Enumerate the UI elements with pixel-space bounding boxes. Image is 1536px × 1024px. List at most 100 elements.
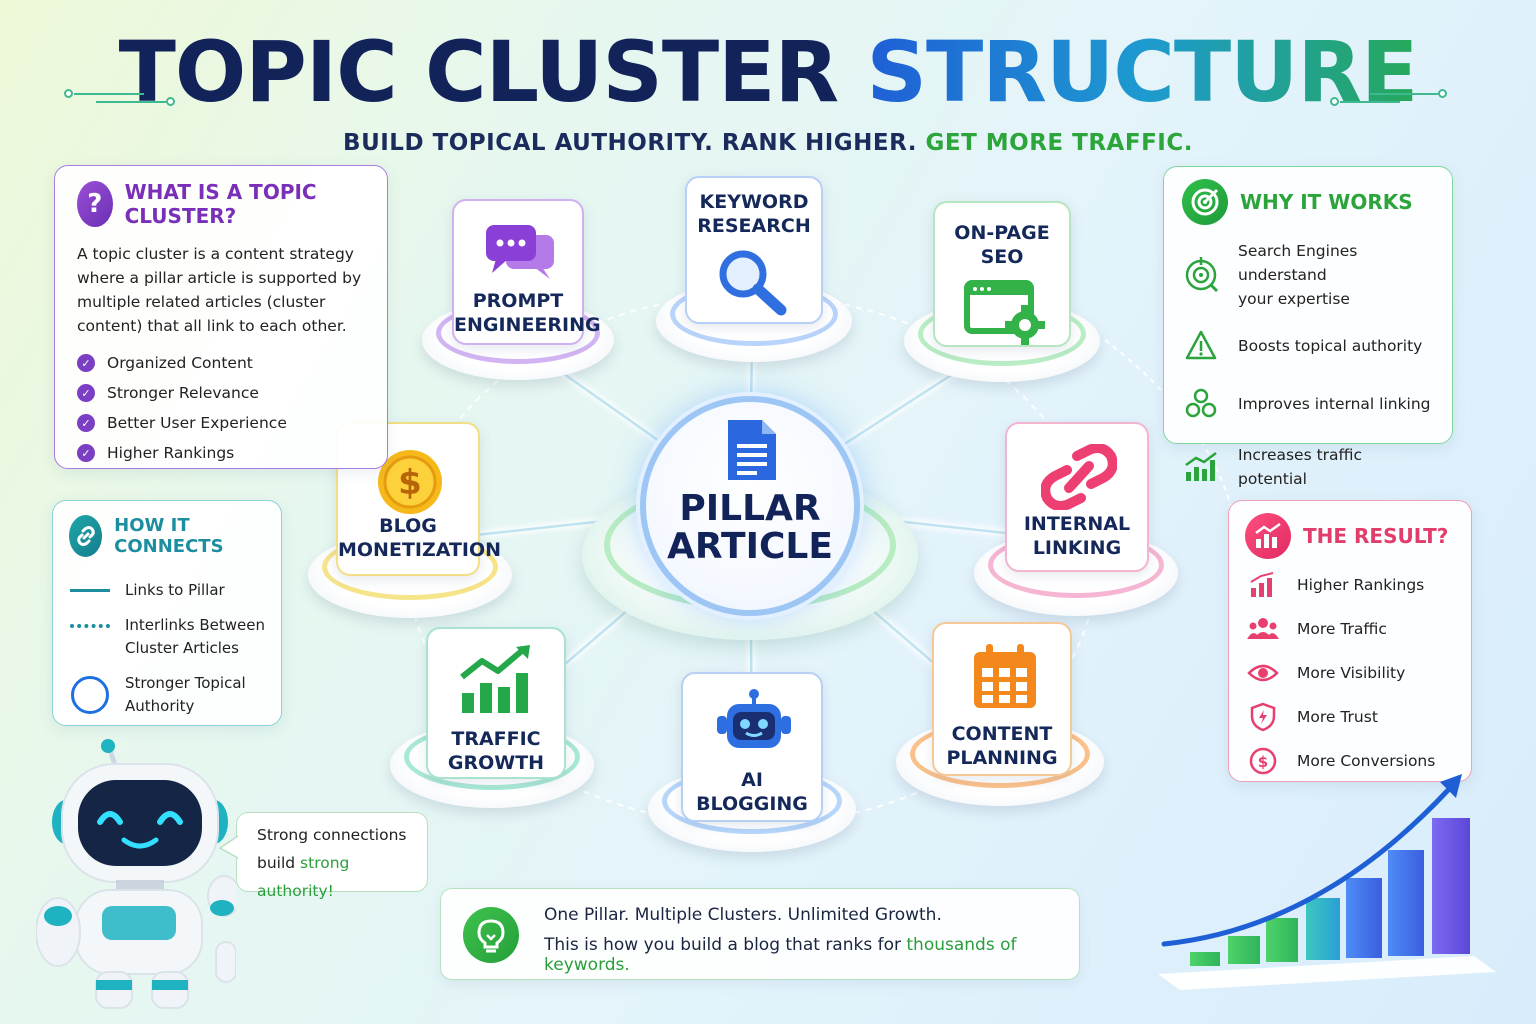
cluster-label: SEO xyxy=(980,246,1024,268)
result-row: More Trust xyxy=(1245,695,1455,739)
question-icon: ? xyxy=(77,181,113,227)
cluster-label: LINKING xyxy=(1032,537,1122,559)
shield-icon xyxy=(1245,702,1281,732)
target-icon xyxy=(1182,179,1228,225)
subtitle-part-2: GET MORE TRAFFIC. xyxy=(925,130,1193,156)
why-label: Search Engines understand xyxy=(1238,242,1358,284)
cluster-label: BLOG xyxy=(379,515,437,537)
description-line: multiple related articles (cluster xyxy=(77,293,326,311)
magnifier-icon xyxy=(719,250,787,316)
list-item: ✓Stronger Relevance xyxy=(77,378,365,408)
legend-label: Cluster Articles xyxy=(125,639,239,657)
legend-label: Stronger Topical xyxy=(125,674,246,692)
cluster-label: GROWTH xyxy=(447,752,545,774)
why-row: Boosts topical authority xyxy=(1182,329,1434,363)
browser-gear-icon xyxy=(964,280,1045,345)
cluster-label: ENGINEERING xyxy=(454,314,601,336)
link-icon xyxy=(69,515,103,557)
result-label: More Trust xyxy=(1297,708,1378,726)
robot-mascot-icon xyxy=(36,739,236,1009)
banner-highlight: thousands of keywords. xyxy=(544,935,1017,975)
cluster-label: TRAFFIC xyxy=(451,728,541,750)
chat-bubbles-icon xyxy=(486,225,554,279)
list-item-label: Higher Rankings xyxy=(107,444,235,462)
pillar-label-line-1: PILLAR xyxy=(679,488,821,529)
title-part-1: TOPIC CLUSTER xyxy=(118,23,840,121)
why-row: Search Engines understand your expertise xyxy=(1182,239,1434,311)
bubble-tail xyxy=(218,835,239,859)
pillar-label: PILLAR ARTICLE xyxy=(646,490,854,566)
result-panel: THE RESULT? Higher Rankings More Traffic… xyxy=(1228,500,1472,782)
cluster-label: PLANNING xyxy=(946,747,1058,769)
what-is-topic-cluster-panel: ? WHAT IS A TOPIC CLUSTER? A topic clust… xyxy=(54,165,388,469)
cluster-label: CONTENT xyxy=(951,723,1053,745)
subtitle-part-1: BUILD TOPICAL AUTHORITY. RANK HIGHER. xyxy=(343,130,917,156)
svg-text:$: $ xyxy=(1258,753,1268,771)
banner-line-1: One Pillar. Multiple Clusters. Unlimited… xyxy=(544,905,942,925)
result-label: More Visibility xyxy=(1297,664,1406,682)
pillar-article-node[interactable]: PILLAR ARTICLE xyxy=(640,396,860,616)
bubble-line-1: Strong connections xyxy=(257,826,407,844)
chain-link-icon xyxy=(1041,444,1117,510)
growth-bars-illustration xyxy=(1158,774,1496,990)
growth-chart-icon xyxy=(460,645,530,713)
lightbulb-icon xyxy=(463,907,519,963)
dollar-circle-icon: $ xyxy=(1245,747,1281,775)
result-row: More Traffic xyxy=(1245,607,1455,651)
document-icon xyxy=(728,420,776,480)
robot-icon xyxy=(717,689,791,748)
description-line: A topic cluster is a content strategy xyxy=(77,245,354,263)
check-icon: ✓ xyxy=(77,414,95,432)
description-line: where a pillar article is supported by xyxy=(77,269,362,287)
panel-description: A topic cluster is a content strategy wh… xyxy=(77,242,365,338)
calendar-icon xyxy=(974,644,1036,708)
legend-label: Interlinks Between xyxy=(125,616,265,634)
list-item: ✓ Higher Rankings xyxy=(77,438,365,468)
why-label: Boosts topical authority xyxy=(1238,337,1423,355)
how-it-connects-panel: HOW IT CONNECTS Links to Pillar Interlin… xyxy=(52,500,282,726)
cluster-label: ON-PAGE xyxy=(954,222,1050,244)
cluster-label: AI xyxy=(741,769,763,791)
page-subtitle: BUILD TOPICAL AUTHORITY. RANK HIGHER. GE… xyxy=(0,130,1536,156)
cluster-label: MONETIZATION xyxy=(338,539,502,561)
legend-row: Links to Pillar xyxy=(69,579,265,602)
cluster-label: RESEARCH xyxy=(697,215,811,237)
network-icon xyxy=(1182,387,1220,421)
panel-title: WHAT IS A TOPIC CLUSTER? xyxy=(124,180,317,228)
list-item-label: Better User Experience xyxy=(107,414,287,432)
result-label: More Traffic xyxy=(1297,620,1387,638)
list-item-label: Organized Content xyxy=(107,354,253,372)
benefit-list: ✓Organized Content ✓Stronger Relevance ✓… xyxy=(77,348,365,468)
solid-line-icon xyxy=(69,579,111,602)
bubble-line-2: build strong authority! xyxy=(257,849,407,905)
why-label: Increases traffic potential xyxy=(1238,446,1363,488)
dotted-line-icon xyxy=(69,614,111,637)
cluster-label: PROMPT xyxy=(472,290,564,312)
speech-bubble: Strong connections build strong authorit… xyxy=(236,812,428,900)
coin-icon: $ xyxy=(378,450,442,514)
panel-title: HOW IT CONNECTS xyxy=(114,515,224,557)
users-icon xyxy=(1245,617,1281,641)
list-item: ✓ Better User Experience xyxy=(77,408,365,438)
chart-up-icon xyxy=(1245,513,1291,559)
cluster-label: BLOGGING xyxy=(696,793,808,815)
bar-chart-icon xyxy=(1182,452,1220,482)
legend-label: Links to Pillar xyxy=(125,581,225,599)
bottom-banner: One Pillar. Multiple Clusters. Unlimited… xyxy=(440,888,1080,980)
check-icon: ✓ xyxy=(77,444,95,462)
why-label: Improves internal linking xyxy=(1238,395,1431,413)
page-title: TOPIC CLUSTER STRUCTURE xyxy=(0,22,1536,122)
why-row: Increases traffic potential xyxy=(1182,443,1434,491)
result-label: More Conversions xyxy=(1297,752,1436,770)
description-line: content) that all link to each other. xyxy=(77,317,347,335)
why-label: your expertise xyxy=(1238,290,1350,308)
bubble-text: build xyxy=(257,854,301,872)
list-item: ✓Organized Content xyxy=(77,348,365,378)
result-label: Higher Rankings xyxy=(1297,576,1425,594)
eye-icon xyxy=(1245,663,1281,683)
why-row: Improves internal linking xyxy=(1182,387,1434,421)
result-row: Higher Rankings xyxy=(1245,563,1455,607)
